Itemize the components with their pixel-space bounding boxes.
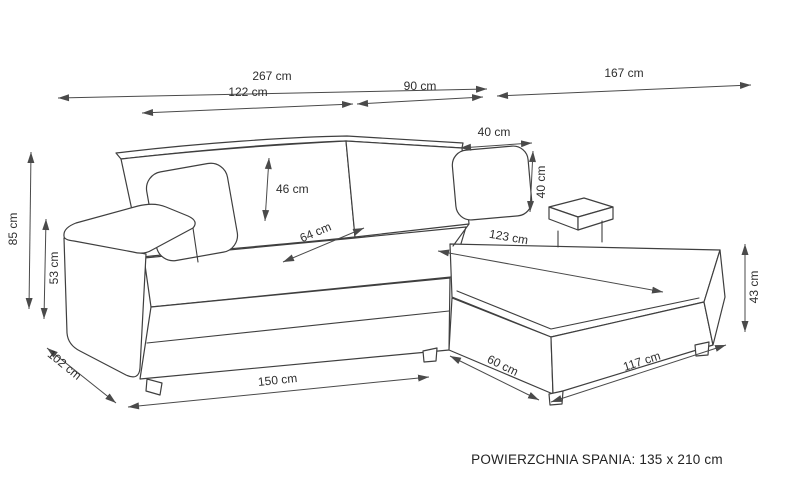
dim-label-overall-height: 85 cm xyxy=(6,213,20,246)
dim-line-front-width xyxy=(127,374,430,410)
dim-chaise-length: 123 cm xyxy=(437,227,664,294)
dim-label-cushion-height: 40 cm xyxy=(534,166,548,199)
seat-front-seam xyxy=(146,310,450,344)
dim-line-backrest-height xyxy=(262,157,272,222)
dim-corner-section-width: 90 cm xyxy=(356,79,484,107)
dim-line-side-depth xyxy=(46,347,117,404)
dim-line-chaise-width xyxy=(449,355,540,401)
dim-label-total-width-right: 167 cm xyxy=(604,66,643,80)
dim-armrest-height: 53 cm xyxy=(40,218,61,320)
dim-label-back-section-width: 122 cm xyxy=(228,85,267,99)
leg-front-left xyxy=(145,378,163,396)
dim-back-section-width: 122 cm xyxy=(141,85,354,117)
dim-line-cushion-width xyxy=(459,140,533,151)
dim-line-total-width-left xyxy=(57,85,488,102)
dim-label-front-width: 150 cm xyxy=(257,371,298,389)
dim-label-side-depth: 102 cm xyxy=(45,347,84,383)
dim-total-width-right: 167 cm xyxy=(496,66,752,100)
dim-seat-height: 43 cm xyxy=(741,244,761,332)
dim-overall-height: 85 cm xyxy=(6,151,35,310)
dim-label-seat-height: 43 cm xyxy=(747,271,761,304)
dim-line-chaise-front-length xyxy=(550,344,727,403)
backrest-right-panel xyxy=(345,140,470,238)
dim-line-corner-section-width xyxy=(356,94,484,107)
leg-front-mid xyxy=(422,347,438,363)
dim-label-corner-section-width: 90 cm xyxy=(404,79,437,93)
leg-chaise-corner xyxy=(548,390,564,406)
corner-pillow xyxy=(451,145,533,221)
dim-front-width: 150 cm xyxy=(127,371,430,410)
side-shelf-right xyxy=(577,206,614,231)
dim-label-total-width-left: 267 cm xyxy=(252,69,291,83)
dim-label-armrest-height: 53 cm xyxy=(47,252,61,285)
dim-label-chaise-length: 123 cm xyxy=(488,227,529,248)
dim-label-cushion-width: 40 cm xyxy=(478,125,511,139)
dim-line-seat-depth xyxy=(282,227,365,263)
sleeping-area-caption: POWIERZCHNIA SPANIA: 135 x 210 cm xyxy=(471,452,723,467)
dim-total-width-left: 267 cm xyxy=(57,69,488,102)
chaise-top-seam xyxy=(456,290,700,330)
dim-backrest-height: 46 cm xyxy=(262,157,309,222)
dim-cushion-width: 40 cm xyxy=(459,125,533,151)
dim-line-overall-height xyxy=(25,151,35,310)
dim-line-back-section-width xyxy=(141,100,354,117)
dim-line-total-width-right xyxy=(496,81,752,100)
dim-line-cushion-height xyxy=(527,150,536,213)
armrest-inner-edge xyxy=(192,227,199,263)
corner-junction-seam xyxy=(452,223,470,247)
dim-line-chaise-length xyxy=(437,249,664,294)
dim-line-armrest-height xyxy=(40,218,50,320)
dim-label-backrest-height: 46 cm xyxy=(276,182,309,196)
armrest-top-face xyxy=(63,203,196,254)
dim-cushion-height: 40 cm xyxy=(527,150,548,213)
armrest-front-face xyxy=(63,237,147,378)
